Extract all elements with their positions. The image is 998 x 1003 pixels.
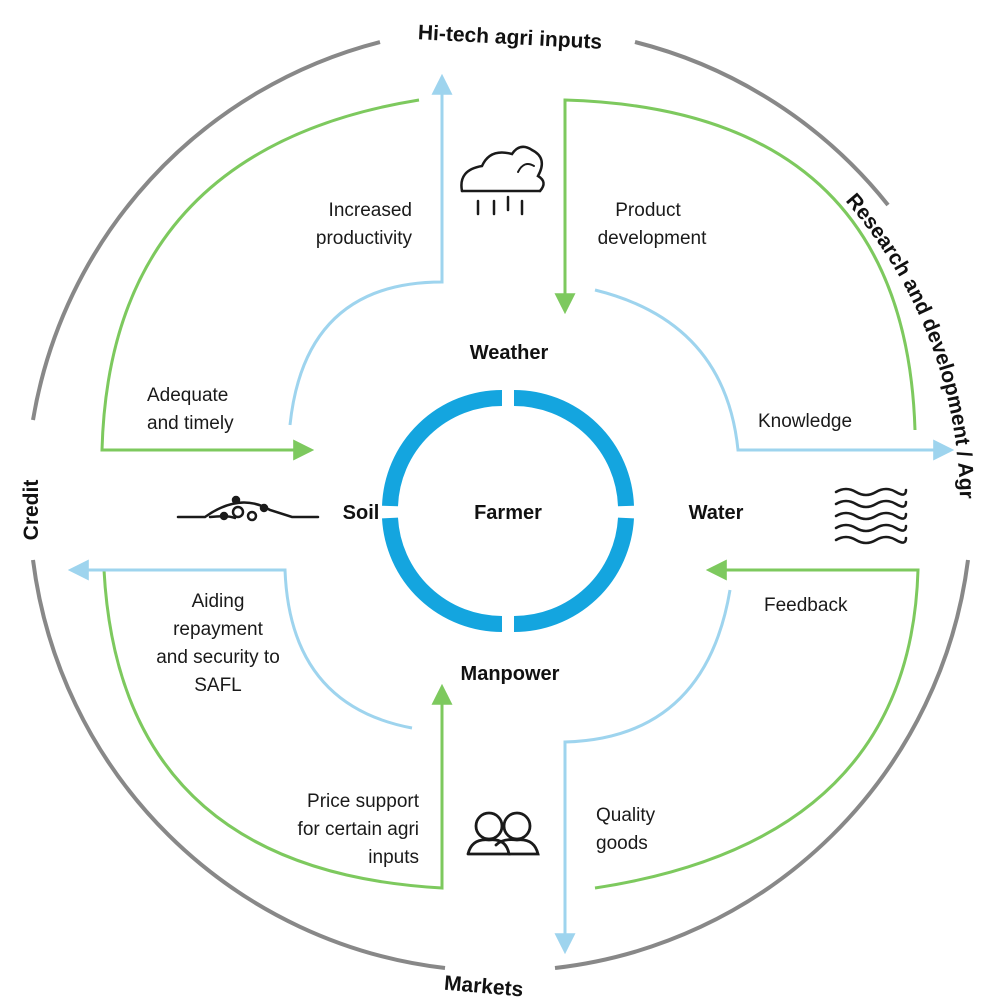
inner-label-soil: Soil	[343, 502, 380, 524]
label-feedback: Feedback	[764, 595, 848, 616]
blue-loop-topleft	[288, 73, 453, 426]
label-line: Product	[615, 200, 681, 221]
people-icon	[466, 811, 540, 856]
label-line: Feedback	[764, 595, 848, 616]
label-line: goods	[596, 833, 648, 854]
label-product-development: Product development	[598, 200, 708, 249]
label-line: Aiding	[192, 591, 245, 612]
label-aiding-repayment: Aiding repayment and security to SAFL	[156, 591, 280, 696]
label-increased-productivity: Increased productivity	[316, 200, 413, 249]
label-line: repayment	[173, 619, 263, 640]
waves-icon	[834, 487, 908, 545]
blue-loop-bottomright	[554, 589, 732, 955]
cloud-rain-icon	[460, 145, 545, 216]
label-quality-goods: Quality goods	[596, 805, 656, 854]
farmer-ring	[382, 390, 634, 633]
inner-label-manpower: Manpower	[461, 663, 560, 685]
label-line: Knowledge	[758, 411, 852, 432]
blue-loop-topright	[594, 288, 955, 461]
green-loop-bottomleft	[102, 569, 453, 890]
label-line: for certain agri	[298, 819, 419, 840]
green-loop-topleft	[100, 98, 420, 461]
label-line: Increased	[329, 200, 412, 221]
label-line: Price support	[307, 791, 420, 812]
label-line: and timely	[147, 413, 234, 434]
blue-loops	[67, 73, 955, 955]
center-label: Farmer	[474, 502, 542, 524]
blue-loop-bottomleft	[67, 559, 413, 730]
label-line: SAFL	[194, 675, 242, 696]
label-line: development	[598, 228, 708, 249]
label-line: productivity	[316, 228, 413, 249]
green-loop-topright	[554, 98, 917, 431]
outer-label-left: Credit	[20, 480, 43, 541]
inner-label-weather: Weather	[470, 342, 549, 364]
label-line: Adequate	[147, 385, 228, 406]
green-loops	[100, 98, 920, 890]
outer-label-top: Hi-tech agri inputs	[417, 21, 602, 54]
label-knowledge: Knowledge	[758, 411, 852, 432]
label-price-support: Price support for certain agri inputs	[298, 791, 420, 868]
outer-circle	[31, 40, 970, 970]
label-adequate-timely: Adequate and timely	[147, 385, 234, 434]
label-line: inputs	[368, 847, 419, 868]
soil-icon	[176, 495, 320, 522]
label-line: Quality	[596, 805, 656, 826]
inner-label-water: Water	[689, 502, 744, 524]
outer-label-bottom: Markets	[443, 972, 524, 1002]
green-loop-bottomright	[594, 559, 920, 890]
label-line: and security to	[156, 647, 280, 668]
